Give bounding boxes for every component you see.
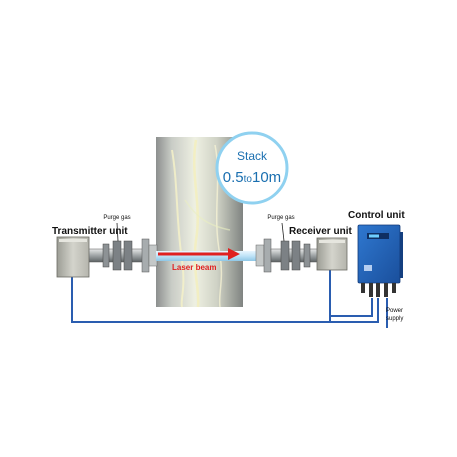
- cable-network: [71, 268, 388, 328]
- stack-range-to: to: [244, 174, 253, 185]
- stack-range-max: 10m: [252, 169, 281, 186]
- laser-beam-label: Laser beam: [172, 263, 216, 272]
- cable-transmitter: [71, 277, 330, 323]
- cable-control: [330, 298, 373, 317]
- stack-range: 0.5to10m: [223, 169, 281, 186]
- purge-gas-left-label: Purge gas: [103, 215, 130, 221]
- power-supply-label-line1: Power: [386, 308, 403, 314]
- power-supply-label-line2: supply: [386, 316, 403, 322]
- laser-beam-tube: [156, 251, 259, 261]
- receiver-unit: [316, 237, 348, 271]
- transmitter-mount: [86, 222, 158, 273]
- stack-range-callout: Stack 0.5to10m: [215, 131, 289, 205]
- control-unit: [357, 224, 403, 297]
- purge-gas-right-label: Purge gas: [267, 215, 294, 221]
- transmitter-unit: [56, 236, 90, 278]
- transmitter-label: Transmitter unit: [52, 226, 128, 237]
- receiver-label: Receiver unit: [289, 226, 352, 237]
- control-unit-label: Control unit: [348, 210, 405, 221]
- laser-arrow: [158, 248, 240, 260]
- cable-receiver: [329, 268, 379, 323]
- receiver-mount: [255, 222, 320, 273]
- stack-range-min: 0.5: [223, 169, 244, 186]
- stack-title: Stack: [237, 149, 268, 163]
